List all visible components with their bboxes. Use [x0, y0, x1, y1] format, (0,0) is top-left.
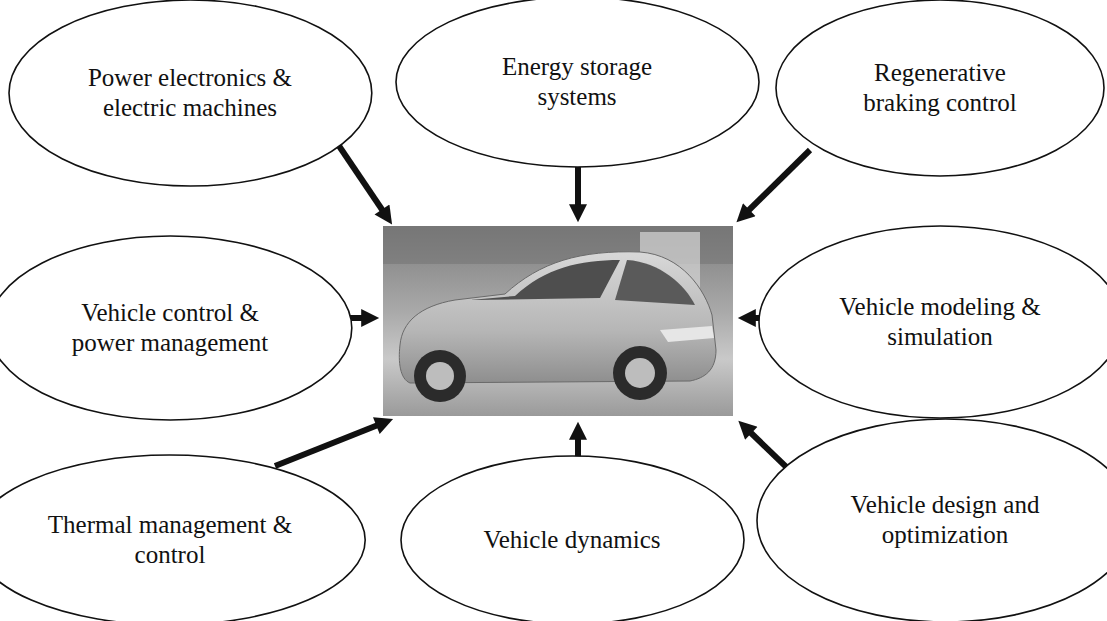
photo-background — [383, 226, 733, 416]
topic-ellipse: Vehicle modeling & simulation — [758, 225, 1107, 419]
topic-ellipse: Vehicle design and optimization — [756, 418, 1107, 621]
topic-ellipse: Energy storage systems — [395, 0, 760, 168]
arrow — [335, 140, 383, 211]
topic-ellipse: Power electronics & electric machines — [8, 0, 373, 187]
car-wheel — [414, 350, 466, 402]
topic-label: Vehicle design and optimization — [820, 490, 1070, 551]
car-photo — [383, 226, 733, 416]
car-headlight — [660, 326, 714, 342]
topic-ellipse: Vehicle control & power management — [0, 235, 352, 421]
ellipse-outline — [756, 418, 1107, 621]
ellipse-shape — [776, 0, 1104, 176]
topic-label: Power electronics & electric machines — [70, 63, 310, 124]
ellipse-outline — [758, 225, 1107, 419]
ellipse-shape — [396, 0, 759, 167]
car-windshield — [615, 260, 695, 305]
ellipse-shape — [0, 236, 351, 420]
arrow — [748, 150, 810, 211]
ellipse-shape — [9, 0, 372, 186]
car-hubcap — [625, 358, 655, 388]
topic-label: Thermal management & control — [40, 510, 300, 571]
ellipse-outline — [8, 0, 373, 187]
topic-ellipse: Vehicle dynamics — [400, 455, 745, 621]
topic-ellipse: Regenerative braking control — [775, 0, 1105, 177]
topic-text: Vehicle control & power management — [50, 298, 290, 359]
ellipse-shape — [759, 226, 1107, 418]
topic-label: Vehicle control & power management — [50, 298, 290, 359]
topic-text: Vehicle modeling & simulation — [820, 292, 1060, 353]
topic-ellipse: Thermal management & control — [0, 454, 367, 621]
topic-label: Energy storage systems — [462, 52, 692, 113]
arrow — [575, 165, 581, 206]
ellipse-shape — [401, 456, 744, 621]
topic-text: Regenerative braking control — [840, 58, 1040, 119]
car-wheel — [613, 346, 667, 400]
topic-label: Vehicle dynamics — [483, 525, 660, 556]
topic-label: Vehicle modeling & simulation — [820, 292, 1060, 353]
car-side-window — [470, 260, 620, 300]
arrow-group — [275, 140, 810, 485]
ellipse-shape — [757, 419, 1107, 621]
topic-text: Thermal management & control — [40, 510, 300, 571]
ellipse-outline — [775, 0, 1105, 177]
ellipse-shape — [0, 455, 366, 621]
topic-text: Vehicle dynamics — [483, 525, 660, 556]
car-hubcap — [426, 362, 454, 390]
arrow — [275, 425, 378, 466]
topic-text: Power electronics & electric machines — [70, 63, 310, 124]
topic-text: Vehicle design and optimization — [820, 490, 1070, 551]
topic-text: Energy storage systems — [462, 52, 692, 113]
ellipse-outline — [0, 235, 352, 421]
topic-label: Regenerative braking control — [840, 58, 1040, 119]
